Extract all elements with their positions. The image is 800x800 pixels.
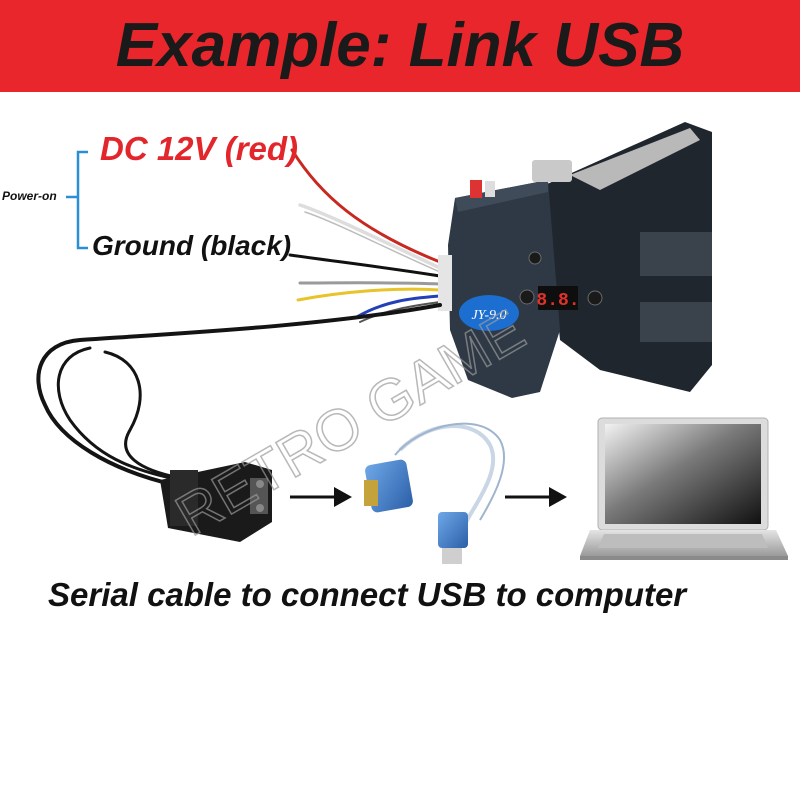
model-label: JY-9.0 <box>471 308 506 323</box>
ground-label: Ground (black) <box>92 230 292 261</box>
device-wires <box>288 148 442 323</box>
led-display: 8.8. <box>536 291 579 311</box>
serial-usb-adapter-icon <box>364 422 505 564</box>
arrow-right-icon <box>505 487 567 507</box>
watermark: RETRO GAME <box>165 297 535 548</box>
dc-12v-label: DC 12V (red) <box>100 130 299 167</box>
coin-acceptor-icon: JY-9.0 8.8. <box>438 122 712 398</box>
caption-label: Serial cable to connect USB to computer <box>48 576 687 613</box>
db9-connector-icon <box>160 462 272 542</box>
page-title: Example: Link USB <box>115 11 685 80</box>
power-on-label: Power-on <box>2 189 57 203</box>
title-banner: Example: Link USB <box>0 0 800 92</box>
arrow-right-icon <box>290 487 352 507</box>
power-bracket <box>66 150 88 250</box>
serial-cable <box>36 303 442 487</box>
laptop-icon <box>580 417 788 560</box>
